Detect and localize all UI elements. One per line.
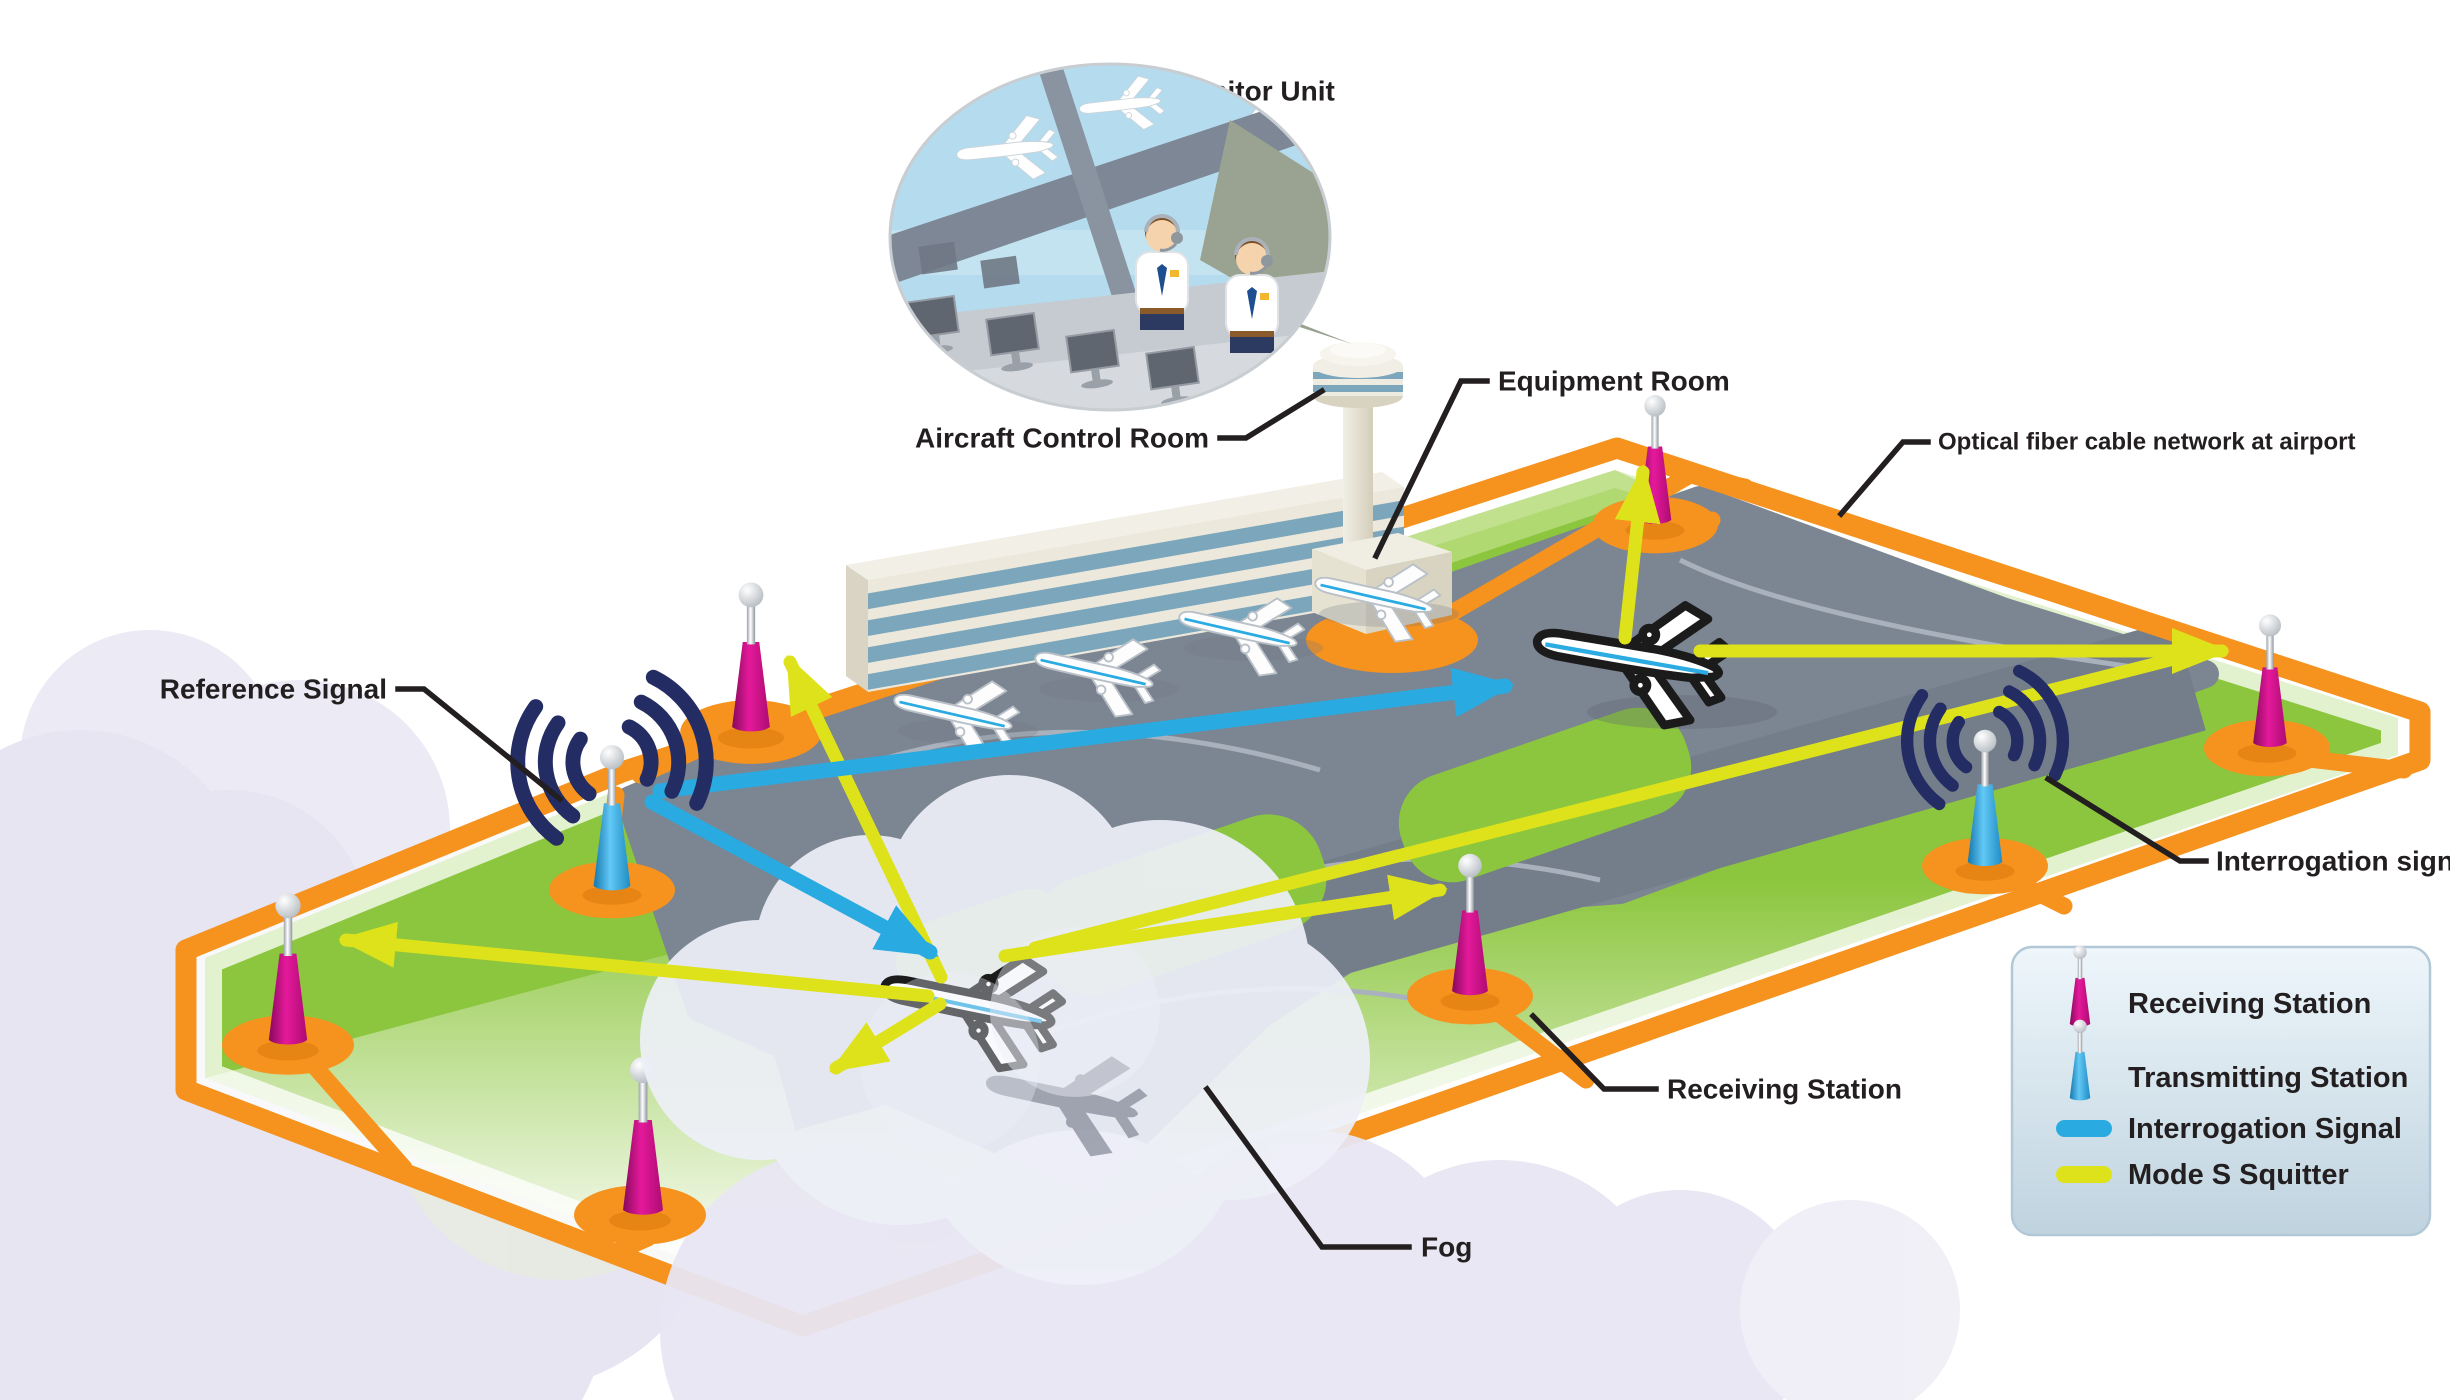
legend-label: Mode S Squitter — [2128, 1159, 2349, 1191]
label-aircraft-control-room: Aircraft Control Room — [915, 423, 1209, 454]
mode-s-squitter-arrow — [338, 921, 935, 1003]
interrogation-signal-arrows — [644, 667, 1515, 960]
mode-s-squitter-line-swatch — [2056, 1166, 2112, 1183]
label-optical-fiber-network: Optical fiber cable network at airport — [1938, 429, 2355, 456]
label-interrogation-signal: Interrogation signal — [2216, 846, 2450, 877]
aircraft — [885, 661, 1038, 766]
aircraft — [1026, 619, 1179, 724]
mode-s-squitter-arrow — [1614, 464, 1661, 645]
fog-cloud — [860, 927, 1160, 1152]
aircraft — [1306, 544, 1459, 649]
label-equipment-room: Equipment Room — [1498, 366, 1730, 397]
control-tower — [1312, 342, 1452, 634]
legend-item: Transmitting Station — [2069, 1019, 2408, 1101]
interrogation-signal-arrow — [652, 667, 1515, 799]
interrogation-signal-line-swatch — [2056, 1120, 2112, 1137]
mode-s-squitter-arrow — [829, 997, 947, 1075]
mode-s-squitter-arrow — [998, 874, 1448, 963]
legend-label: Receiving Station — [2128, 988, 2371, 1020]
legend-item: Interrogation Signal — [2056, 1113, 2402, 1145]
interrogation-signal-arrow — [644, 794, 939, 960]
legend-label: Transmitting Station — [2128, 1062, 2408, 1094]
aircraft — [1170, 578, 1323, 683]
control-room-bubble — [888, 62, 1352, 412]
legend-item: Receiving Station — [2069, 945, 2371, 1027]
mode-s-squitter-line — [1028, 653, 2177, 955]
label-receiving-station: Receiving Station — [1667, 1074, 1902, 1105]
label-fog: Fog — [1421, 1232, 1472, 1263]
mode-s-squitter-arrows — [338, 464, 2230, 1075]
legend-label: Interrogation Signal — [2128, 1113, 2402, 1145]
label-reference-signal: Reference Signal — [160, 674, 387, 705]
parked-aircraft-row — [885, 544, 1459, 766]
aircraft-on-runway — [1527, 581, 1777, 734]
legend: Receiving Station Transmitting Station I… — [2010, 945, 2432, 1237]
air-traffic-controller — [1135, 214, 1279, 353]
legend-item: Mode S Squitter — [2056, 1159, 2349, 1191]
fog-cloud — [660, 1130, 1960, 1400]
